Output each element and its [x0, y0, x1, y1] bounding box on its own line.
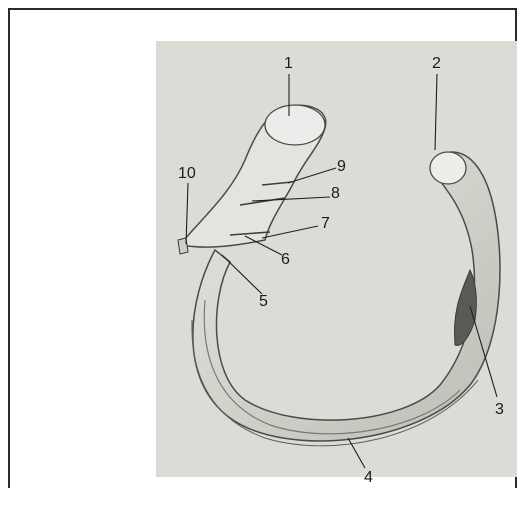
callout-label-9: 9	[337, 159, 346, 175]
callout-label-3: 3	[495, 402, 504, 418]
callout-label-7: 7	[321, 216, 330, 232]
callout-label-4: 4	[364, 470, 373, 486]
leader-7	[262, 226, 318, 238]
callout-label-1: 1	[284, 56, 293, 72]
shaft-end-cap	[430, 152, 466, 184]
callout-label-5: 5	[259, 294, 268, 310]
leader-2	[435, 74, 437, 150]
callout-label-6: 6	[281, 252, 290, 268]
leader-5	[222, 255, 262, 294]
process-knob	[265, 105, 325, 145]
callout-label-8: 8	[331, 186, 340, 202]
callout-label-10: 10	[178, 166, 196, 182]
callout-label-2: 2	[432, 56, 441, 72]
